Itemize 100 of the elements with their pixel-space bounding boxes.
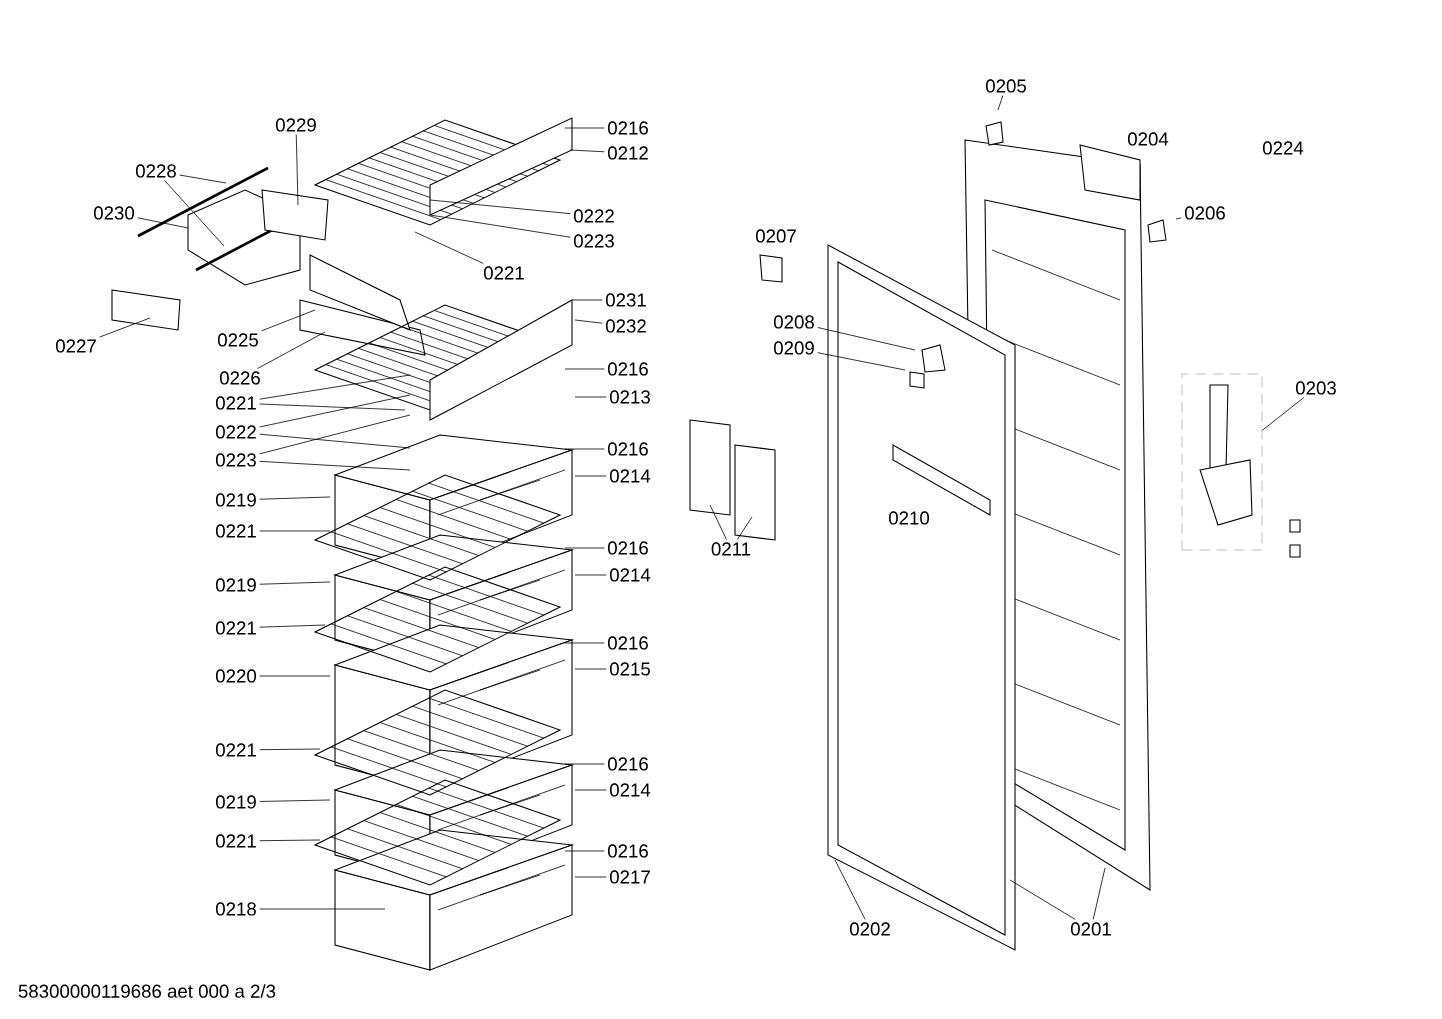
leader-line [817,352,906,371]
callout-number: 0221 [216,834,256,848]
leader-line [574,668,607,670]
leader-line [259,839,321,842]
leader-line [574,396,607,398]
leader-line [259,908,386,910]
callout-number: 0216 [608,442,648,456]
callout-number: 0206 [1185,206,1225,220]
leader-line [574,789,607,791]
callout-number: 0222 [574,209,614,223]
callout-number: 0204 [1128,132,1169,146]
leader-line [259,460,411,471]
callout-number: 0221 [216,743,256,757]
callout-number: 0215 [610,662,650,676]
leader-line [1092,867,1106,920]
callout-number: 0212 [608,146,648,160]
leader-line [259,394,411,428]
leader-line [564,850,605,852]
leader-line [736,516,753,540]
leader-line [429,214,571,238]
leader-line [259,624,326,628]
leader-line [259,496,331,500]
callout-number: 0224 [1263,141,1304,155]
callout-number: 0223 [216,453,256,467]
leader-line [414,231,484,264]
leader-line [834,859,866,920]
callout-number: 0232 [606,319,646,333]
callout-number: 0203 [1296,381,1336,395]
callout-number: 0217 [610,870,650,884]
callout-number: 0229 [276,118,316,132]
leader-line [564,448,605,450]
leader-line [164,180,225,247]
leader-line [259,414,411,455]
callout-number: 0220 [216,669,257,683]
leader-line [295,134,299,206]
leader-line [259,530,331,532]
leader-line [259,748,321,751]
leader-line [259,581,331,585]
callout-number: 0214 [610,568,651,582]
leader-line [1009,879,1076,920]
leader-line [564,547,605,549]
leader-line [429,199,571,215]
callout-number: 0219 [216,578,256,592]
leader-line [564,642,605,644]
callout-number: 0221 [216,396,256,410]
leader-line [564,763,605,765]
callout-number: 0213 [610,390,650,404]
callout-number: 0222 [216,425,256,439]
callout-number: 0216 [608,541,648,555]
callout-number: 0218 [216,902,256,916]
callout-number: 0211 [711,542,751,556]
leader-line [259,403,406,411]
leader-line [574,475,607,477]
callout-number: 0216 [608,362,648,376]
callout-number: 0228 [136,164,176,178]
leader-line [137,217,189,229]
callout-number: 0202 [850,922,890,936]
callout-number: 0201 [1071,922,1111,936]
callout-number: 0216 [608,844,648,858]
callout-number: 0223 [574,234,614,248]
leader-line [817,327,916,351]
callout-number: 0210 [889,511,930,525]
callout-number: 0221 [216,524,256,538]
callout-number: 0219 [216,795,256,809]
leader-line [259,675,331,677]
leader-line [261,309,316,332]
leader-line [99,317,151,338]
leader-line [574,574,607,576]
leader-line [259,374,411,400]
callout-number: 0205 [986,79,1026,93]
leader-line [574,319,603,324]
callout-number: 0216 [608,636,648,650]
leader-line [997,95,1004,111]
callout-number: 0225 [218,333,258,347]
callout-number: 0208 [774,315,814,329]
leader-line [709,504,727,540]
leader-line [179,174,227,184]
callout-number: 0231 [606,293,646,307]
callout-number: 0214 [610,783,651,797]
callout-number: 0219 [216,493,256,507]
callout-number: 0214 [610,469,651,483]
callout-number: 0209 [774,341,814,355]
leader-line [564,368,605,370]
callout-number: 0216 [608,121,648,135]
leader-line [259,799,331,802]
dashed-group-frame [1181,373,1263,551]
leader-line [1175,217,1182,220]
leader-line [571,299,603,301]
leader-line [259,433,411,449]
callout-number: 0227 [55,339,96,353]
callout-number: 0221 [216,621,256,635]
callout-number: 0207 [756,229,796,243]
callout-number: 0226 [220,371,260,385]
leader-line [574,876,607,878]
callout-number: 0216 [608,757,648,771]
leader-line [569,149,605,153]
leader-line [257,331,326,369]
leader-line [1261,397,1305,431]
leader-line [564,127,605,129]
callout-number: 0221 [484,266,524,280]
